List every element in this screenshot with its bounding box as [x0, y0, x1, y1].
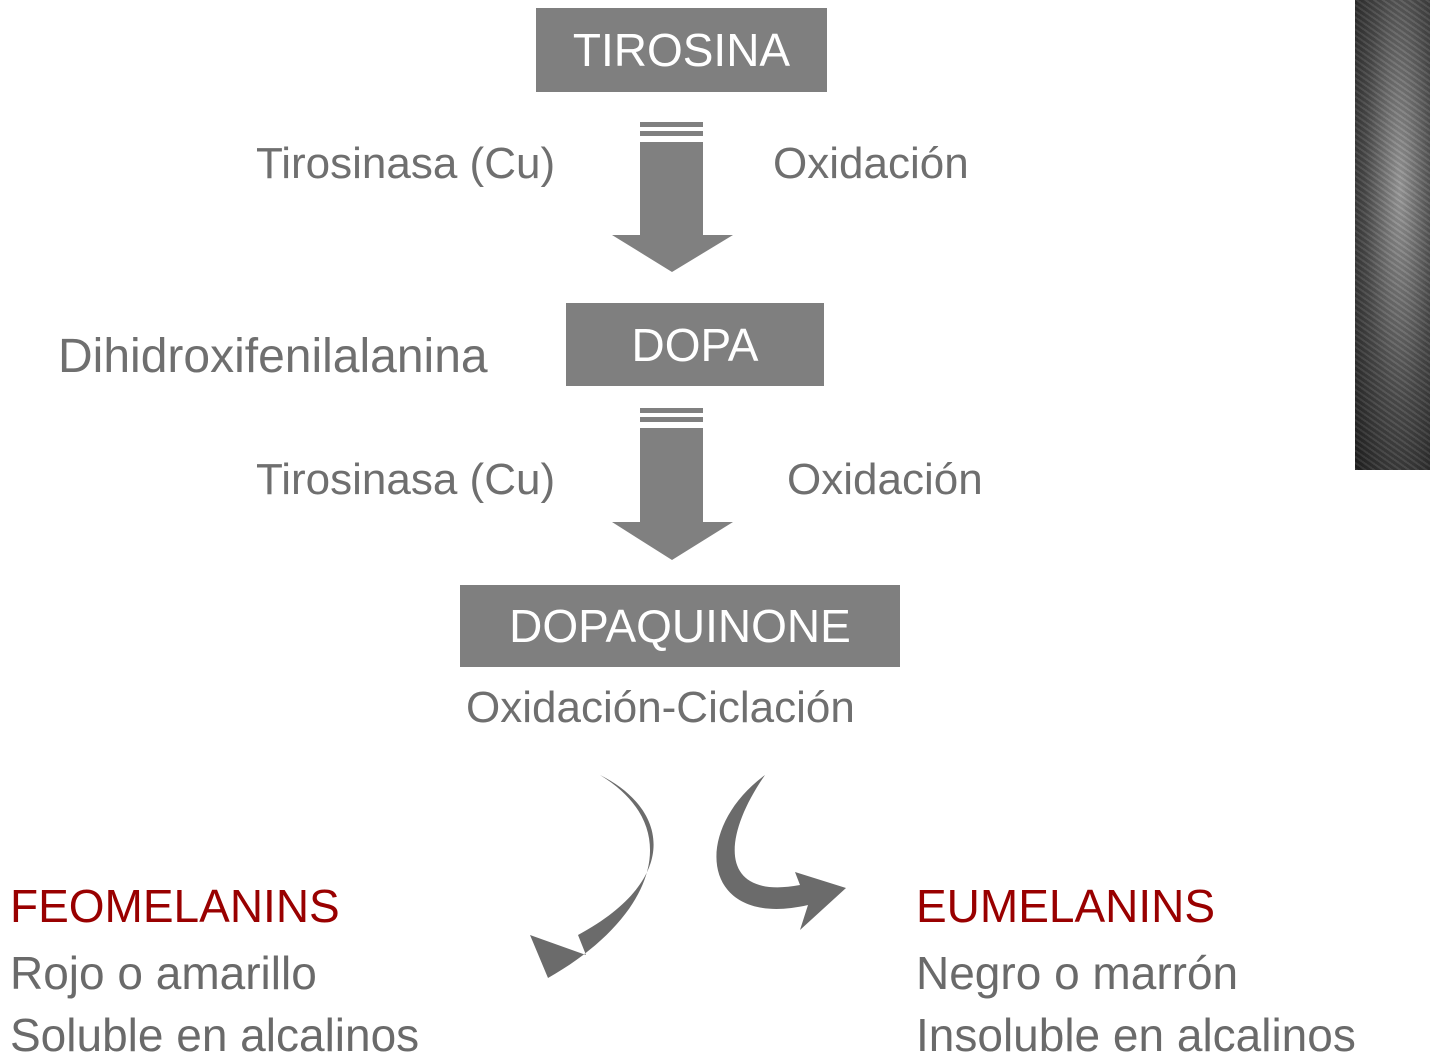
curved-arrow-left	[530, 775, 654, 978]
step2-enzyme: Tirosinasa (Cu)	[256, 455, 556, 504]
curved-arrow-right	[716, 775, 846, 930]
dopaquinone-label: DOPAQUINONE	[509, 600, 851, 652]
feomelanins-color: Rojo o amarillo	[10, 947, 317, 999]
step2-process: Oxidación	[787, 455, 983, 504]
arrow-2-bar-mid	[640, 417, 703, 422]
arrow-1-bar-mid	[640, 131, 703, 136]
eumelanins-title: EUMELANINS	[916, 880, 1216, 932]
arrow-2-bar-top	[640, 408, 703, 413]
dopa-box: DOPA	[566, 303, 824, 386]
arrow-1-bar-top	[640, 122, 703, 127]
dopa-label: DOPA	[631, 318, 759, 371]
feomelanins-title: FEOMELANINS	[10, 880, 340, 932]
tirosina-box: TIROSINA	[536, 8, 827, 92]
feomelanins-solubility: Soluble en alcalinos	[10, 1009, 420, 1061]
eumelanins-solubility: Insoluble en alcalinos	[916, 1009, 1356, 1061]
step1-process: Oxidación	[773, 139, 969, 188]
arrow-2	[612, 428, 733, 560]
eumelanins-color: Negro o marrón	[916, 947, 1239, 999]
dopaquinone-box: DOPAQUINONE	[460, 585, 900, 667]
step3-process: Oxidación-Ciclación	[466, 683, 855, 732]
portrait-photo	[1355, 0, 1430, 470]
step1-enzyme: Tirosinasa (Cu)	[256, 139, 556, 188]
tirosina-label: TIROSINA	[572, 24, 791, 76]
dopa-fullname: Dihidroxifenilalanina	[58, 330, 488, 383]
arrow-1	[612, 142, 733, 272]
